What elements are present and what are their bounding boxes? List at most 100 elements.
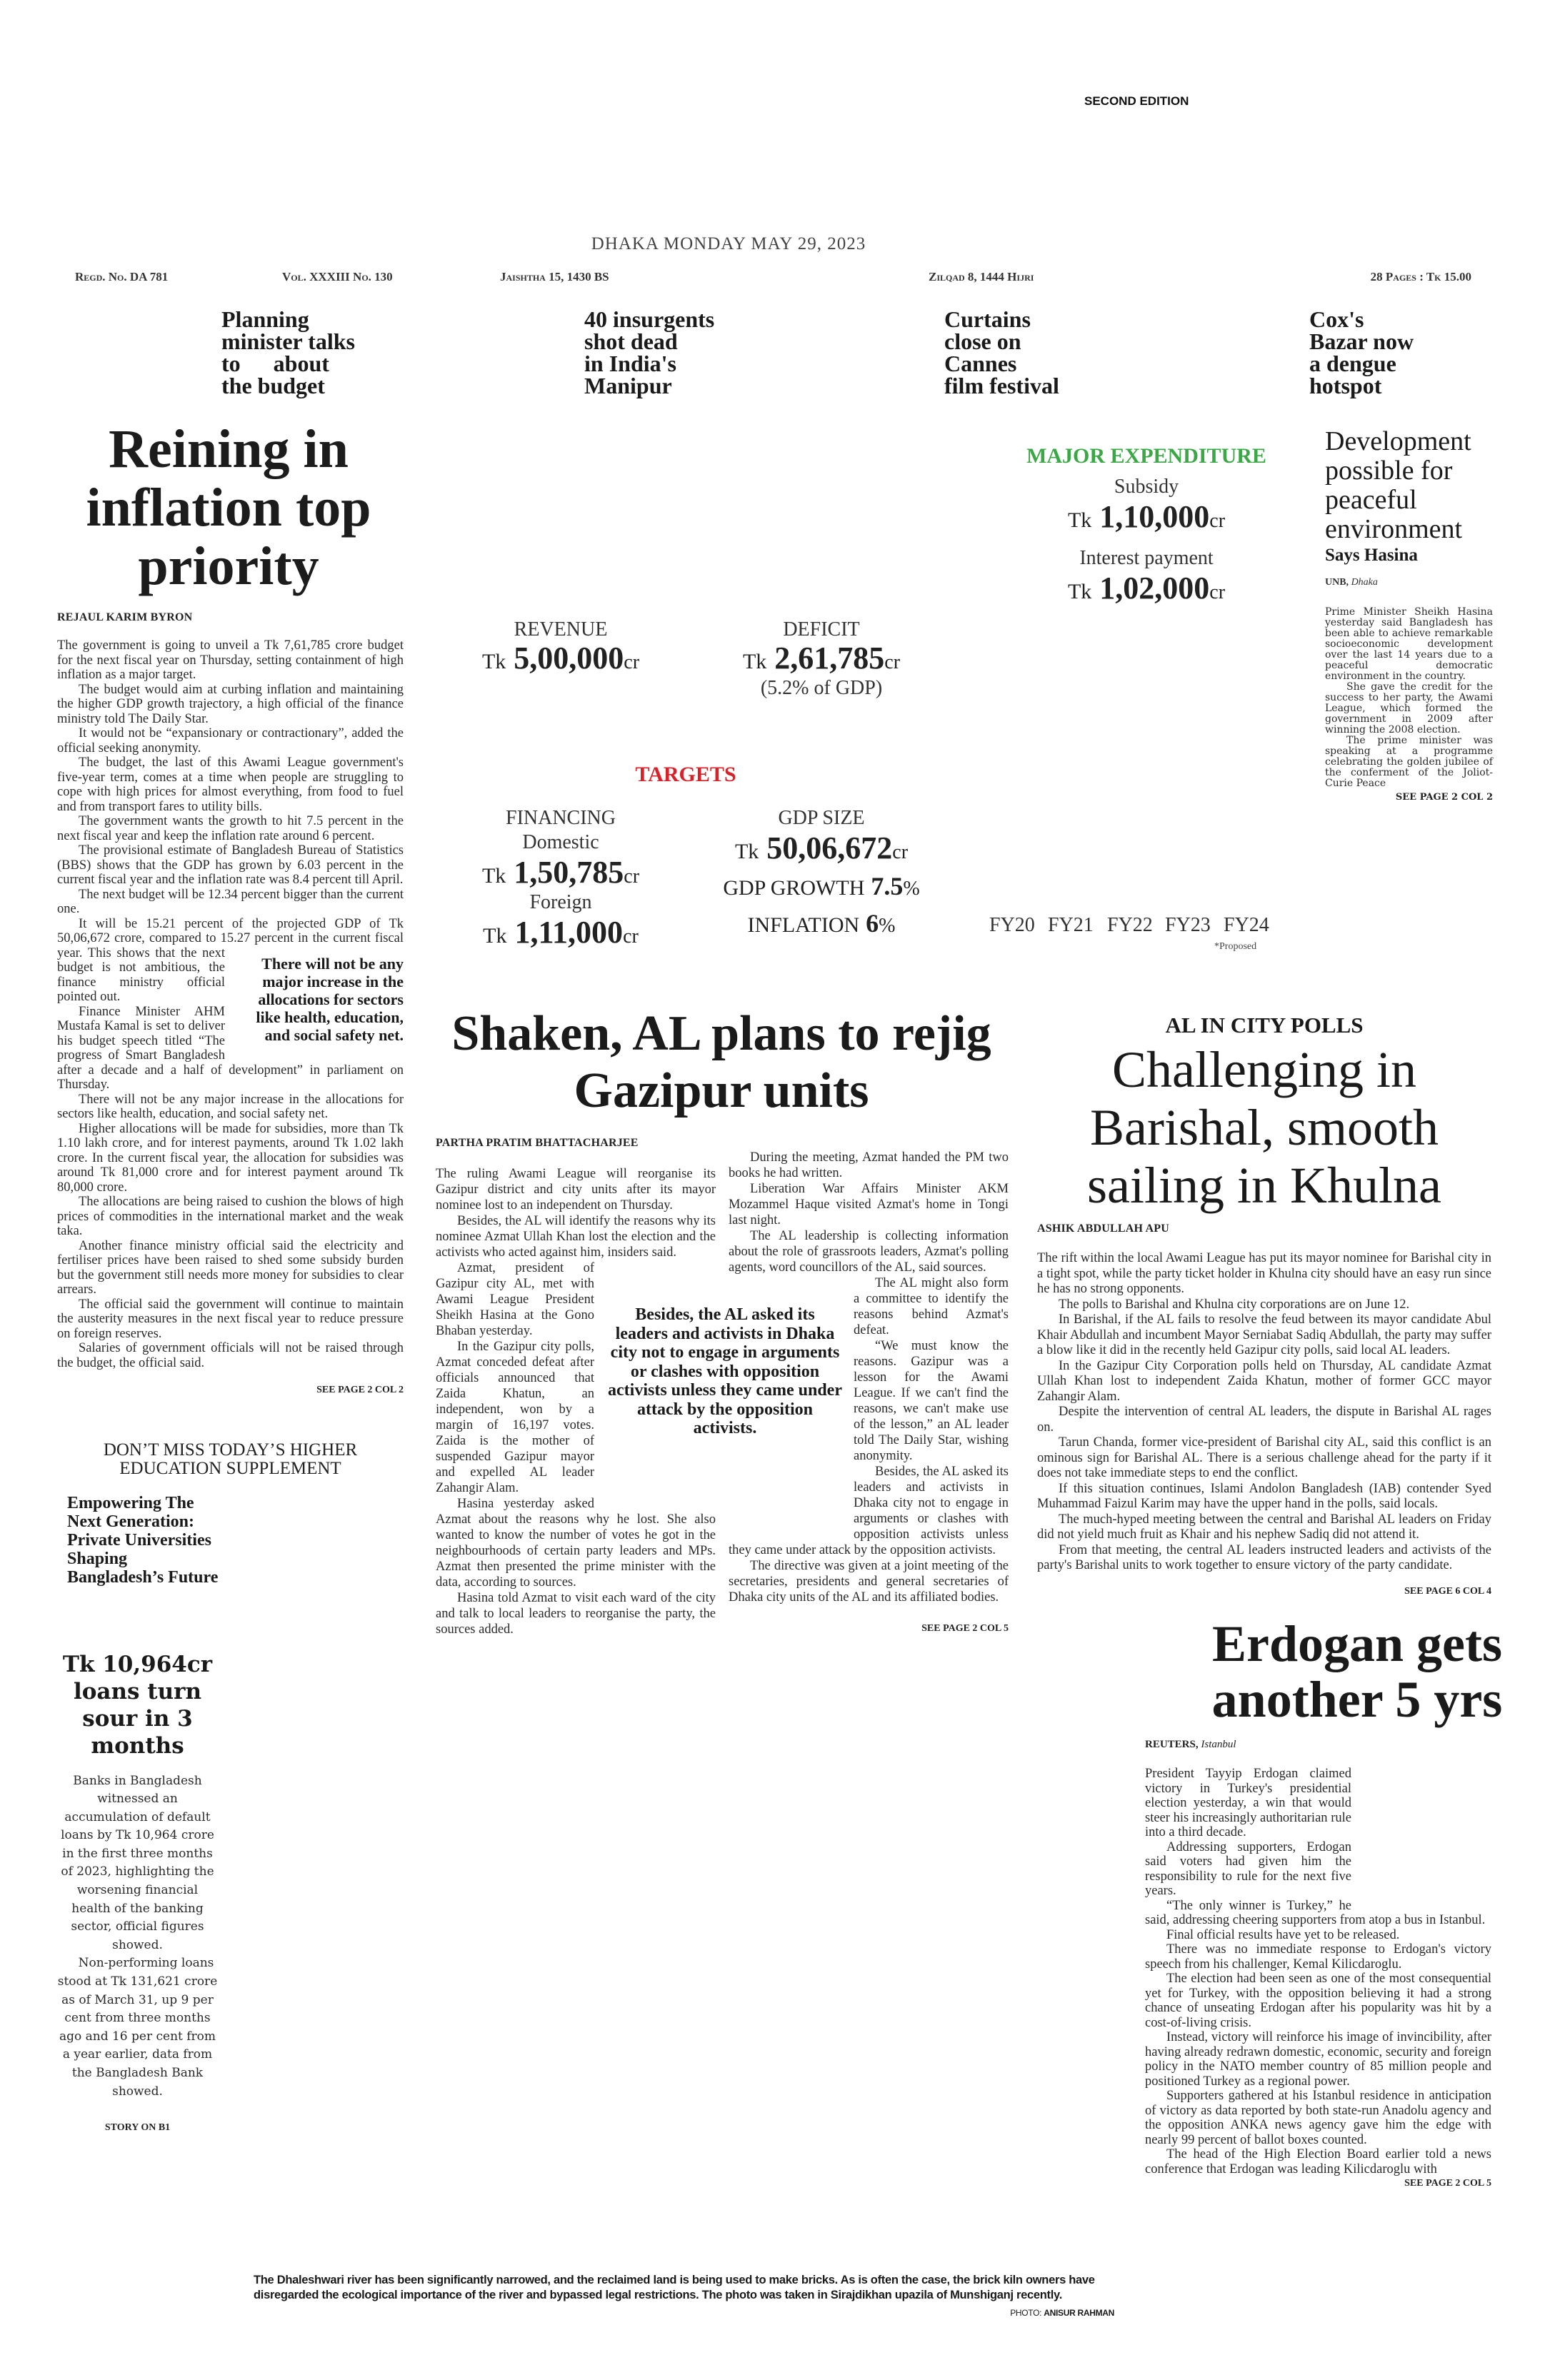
paragraph: Instead, victory will reinforce his imag… bbox=[1145, 2030, 1491, 2089]
paragraph: It would not be “expansionary or contrac… bbox=[57, 726, 404, 755]
supplement-title-line: Bangladesh’s Future bbox=[67, 1567, 219, 1587]
erdogan-jump-link[interactable]: SEE PAGE 2 COL 5 bbox=[1404, 2178, 1491, 2189]
gazipur-pull-quote: Besides, the AL asked its leaders and ac… bbox=[608, 1305, 842, 1437]
fy-label: FY22 bbox=[1107, 914, 1153, 936]
hasina-body: Prime Minister Sheikh Hasina yesterday s… bbox=[1325, 607, 1493, 803]
paragraph: The budget would aim at curbing inflatio… bbox=[57, 682, 404, 726]
fy-label: FY24 bbox=[1224, 914, 1269, 936]
teaser-line: in India's bbox=[584, 351, 676, 376]
subsidy-value: Tk 1,10,000cr bbox=[1067, 499, 1226, 534]
paragraph: The rift within the local Awami League h… bbox=[1037, 1251, 1491, 1296]
paragraph: The AL might also form a committee to id… bbox=[854, 1276, 1009, 1337]
pages-price: 28 Pages : Tk 15.00 bbox=[1370, 270, 1471, 283]
supplement-promo: DON’T MISS TODAY’S HIGHER EDUCATION SUPP… bbox=[103, 1440, 358, 1478]
fy-label: FY23 bbox=[1165, 914, 1211, 936]
lead-body: The government is going to unveil a Tk 7… bbox=[57, 638, 404, 1398]
paragraph: It will be 15.21 percent of the projecte… bbox=[57, 916, 404, 1005]
barishal-kicker: AL IN CITY POLLS bbox=[1165, 1013, 1364, 1038]
subsidy-label: Subsidy bbox=[1114, 476, 1179, 498]
paragraph: The government is going to unveil a Tk 7… bbox=[57, 638, 404, 682]
revenue-value: Tk 5,00,000cr bbox=[481, 641, 640, 676]
gazipur-jump-link[interactable]: SEE PAGE 2 COL 5 bbox=[921, 1623, 1009, 1634]
lead-headline[interactable]: Reining in inflation top priority bbox=[86, 419, 371, 596]
paragraph: The official said the government will co… bbox=[57, 1297, 404, 1341]
paragraph: Addressing supporters, Erdogan said vote… bbox=[1145, 1839, 1351, 1899]
teaser-line: shot dead bbox=[584, 328, 678, 354]
paragraph: Salaries of government officials will no… bbox=[57, 1341, 404, 1370]
paragraph: The provisional estimate of Bangladesh B… bbox=[57, 843, 404, 887]
paragraph: The budget, the last of this Awami Leagu… bbox=[57, 755, 404, 814]
paragraph: Hasina yesterday asked Azmat about the r… bbox=[436, 1497, 716, 1590]
paragraph: President Tayyip Erdogan claimed victory… bbox=[1145, 1767, 1351, 1839]
paragraph: The polls to Barishal and Khulna city co… bbox=[1059, 1297, 1410, 1312]
paragraph: The AL leadership is collecting informat… bbox=[729, 1229, 1009, 1275]
photo-caption: The Dhaleshwari river has been significa… bbox=[254, 2273, 1114, 2321]
erdogan-dateline: REUTERS, Istanbul bbox=[1145, 1739, 1236, 1750]
erdogan-headline[interactable]: Erdogan gets another 5 yrs bbox=[1211, 1615, 1503, 1728]
supplement-title-line: Empowering The bbox=[67, 1493, 194, 1512]
teaser-coxs-bazar[interactable]: Cox's Bazar now a dengue hotspot bbox=[1309, 308, 1481, 397]
dateline: DHAKA MONDAY MAY 29, 2023 bbox=[591, 234, 866, 253]
paragraph: “We must know the reasons. Gazipur was a… bbox=[854, 1339, 1009, 1463]
loans-jump-link[interactable]: STORY ON B1 bbox=[104, 2122, 171, 2134]
teaser-line: to about bbox=[221, 351, 329, 376]
barishal-jump-link[interactable]: SEE PAGE 6 COL 4 bbox=[1404, 1585, 1491, 1597]
paragraph: Another finance ministry official said t… bbox=[57, 1238, 404, 1297]
supplement-title[interactable]: Empowering The Next Generation: Private … bbox=[67, 1494, 404, 1587]
hijri-date: Zilqad 8, 1444 Hijri bbox=[929, 270, 1034, 283]
paragraph: Final official results have yet to be re… bbox=[1166, 1927, 1400, 1942]
paragraph: During the meeting, Azmat handed the PM … bbox=[729, 1150, 1009, 1180]
teaser-planning-minister[interactable]: Planning minister talks to about the bud… bbox=[221, 308, 393, 397]
paragraph: In the Gazipur City Corporation polls he… bbox=[1037, 1358, 1491, 1404]
major-expenditure-title: MAJOR EXPENDITURE bbox=[1026, 444, 1266, 468]
gazipur-headline[interactable]: Shaken, AL plans to rejig Gazipur units bbox=[451, 1006, 991, 1118]
gazipur-column-1: The ruling Awami League will reorganise … bbox=[436, 1166, 716, 1637]
paragraph: Besides, the AL asked its leaders and ac… bbox=[729, 1465, 1009, 1557]
gdp-size-value: Tk 50,06,672cr bbox=[734, 830, 909, 865]
teaser-line: film festival bbox=[944, 373, 1059, 398]
paragraph: There will not be any major increase in … bbox=[57, 1092, 404, 1122]
teaser-line: minister talks bbox=[221, 328, 355, 354]
teaser-line: Curtains bbox=[944, 306, 1031, 332]
paragraph: Besides, the AL will identify the reason… bbox=[436, 1214, 716, 1260]
barishal-headline[interactable]: Challenging in Barishal, smooth sailing … bbox=[1087, 1041, 1441, 1214]
lead-pull-quote: There will not be any major increase in … bbox=[256, 954, 404, 1044]
fy-label: FY20 bbox=[989, 914, 1035, 936]
hasina-dateline: UNB, Dhaka bbox=[1325, 577, 1378, 588]
supplement-title-line: Shaping bbox=[67, 1549, 128, 1568]
paragraph: The allocations are being raised to cush… bbox=[57, 1195, 404, 1238]
paragraph: Azmat, president of Gazipur city AL, met… bbox=[436, 1261, 594, 1338]
teaser-cannes[interactable]: Curtains close on Cannes film festival bbox=[944, 308, 1116, 397]
paragraph: Finance Minister AHM Mustafa Kamal is se… bbox=[57, 1004, 404, 1093]
hasina-headline[interactable]: Development possible for peaceful enviro… bbox=[1325, 426, 1471, 544]
photo-credit: PHOTO: ANISUR RAHMAN bbox=[1010, 2308, 1114, 2318]
paragraph: Despite the intervention of central AL l… bbox=[1037, 1405, 1491, 1435]
proposed-note: *Proposed bbox=[1214, 941, 1257, 952]
barishal-body: The rift within the local Awami League h… bbox=[1037, 1251, 1491, 1599]
paragraph: The ruling Awami League will reorganise … bbox=[436, 1167, 716, 1212]
foreign-label: Foreign bbox=[529, 891, 592, 913]
teaser-line: Cannes bbox=[944, 351, 1017, 376]
interest-label: Interest payment bbox=[1079, 547, 1214, 569]
deficit-label: DEFICIT bbox=[783, 618, 860, 641]
paragraph: The much-hyped meeting between the centr… bbox=[1037, 1512, 1491, 1542]
hasina-jump-link[interactable]: SEE PAGE 2 COL 2 bbox=[1395, 792, 1493, 803]
gdp-size-label: GDP SIZE bbox=[778, 807, 865, 829]
financing-label: FINANCING bbox=[506, 807, 616, 829]
paragraph: She gave the credit for the success to h… bbox=[1325, 681, 1493, 735]
paragraph: Higher allocations will be made for subs… bbox=[57, 1121, 404, 1195]
revenue-label: REVENUE bbox=[514, 618, 608, 641]
teaser-manipur[interactable]: 40 insurgents shot dead in India's Manip… bbox=[584, 308, 756, 397]
teaser-line: the budget bbox=[221, 373, 325, 398]
paragraph: Non-performing loans stood at Tk 131,621… bbox=[57, 1956, 218, 2099]
gazipur-column-2: During the meeting, Azmat handed the PM … bbox=[729, 1150, 1009, 1637]
right-column: ASHIK ABDULLAH APU The rift within the l… bbox=[1037, 1222, 1502, 2191]
paragraph: Banks in Bangladesh witnessed an accumul… bbox=[61, 1773, 214, 1952]
foreign-value: Tk 1,11,000cr bbox=[483, 915, 639, 950]
supplement-title-line: Next Generation: bbox=[67, 1512, 194, 1531]
erdogan-body: President Tayyip Erdogan claimed victory… bbox=[1145, 1767, 1491, 2191]
teaser-line: a dengue bbox=[1309, 351, 1396, 376]
paragraph: The next budget will be 12.34 percent bi… bbox=[57, 887, 404, 917]
loans-headline[interactable]: Tk 10,964cr loans turn sour in 3 months bbox=[62, 1651, 213, 1759]
lead-jump-link[interactable]: SEE PAGE 2 COL 2 bbox=[316, 1385, 404, 1395]
